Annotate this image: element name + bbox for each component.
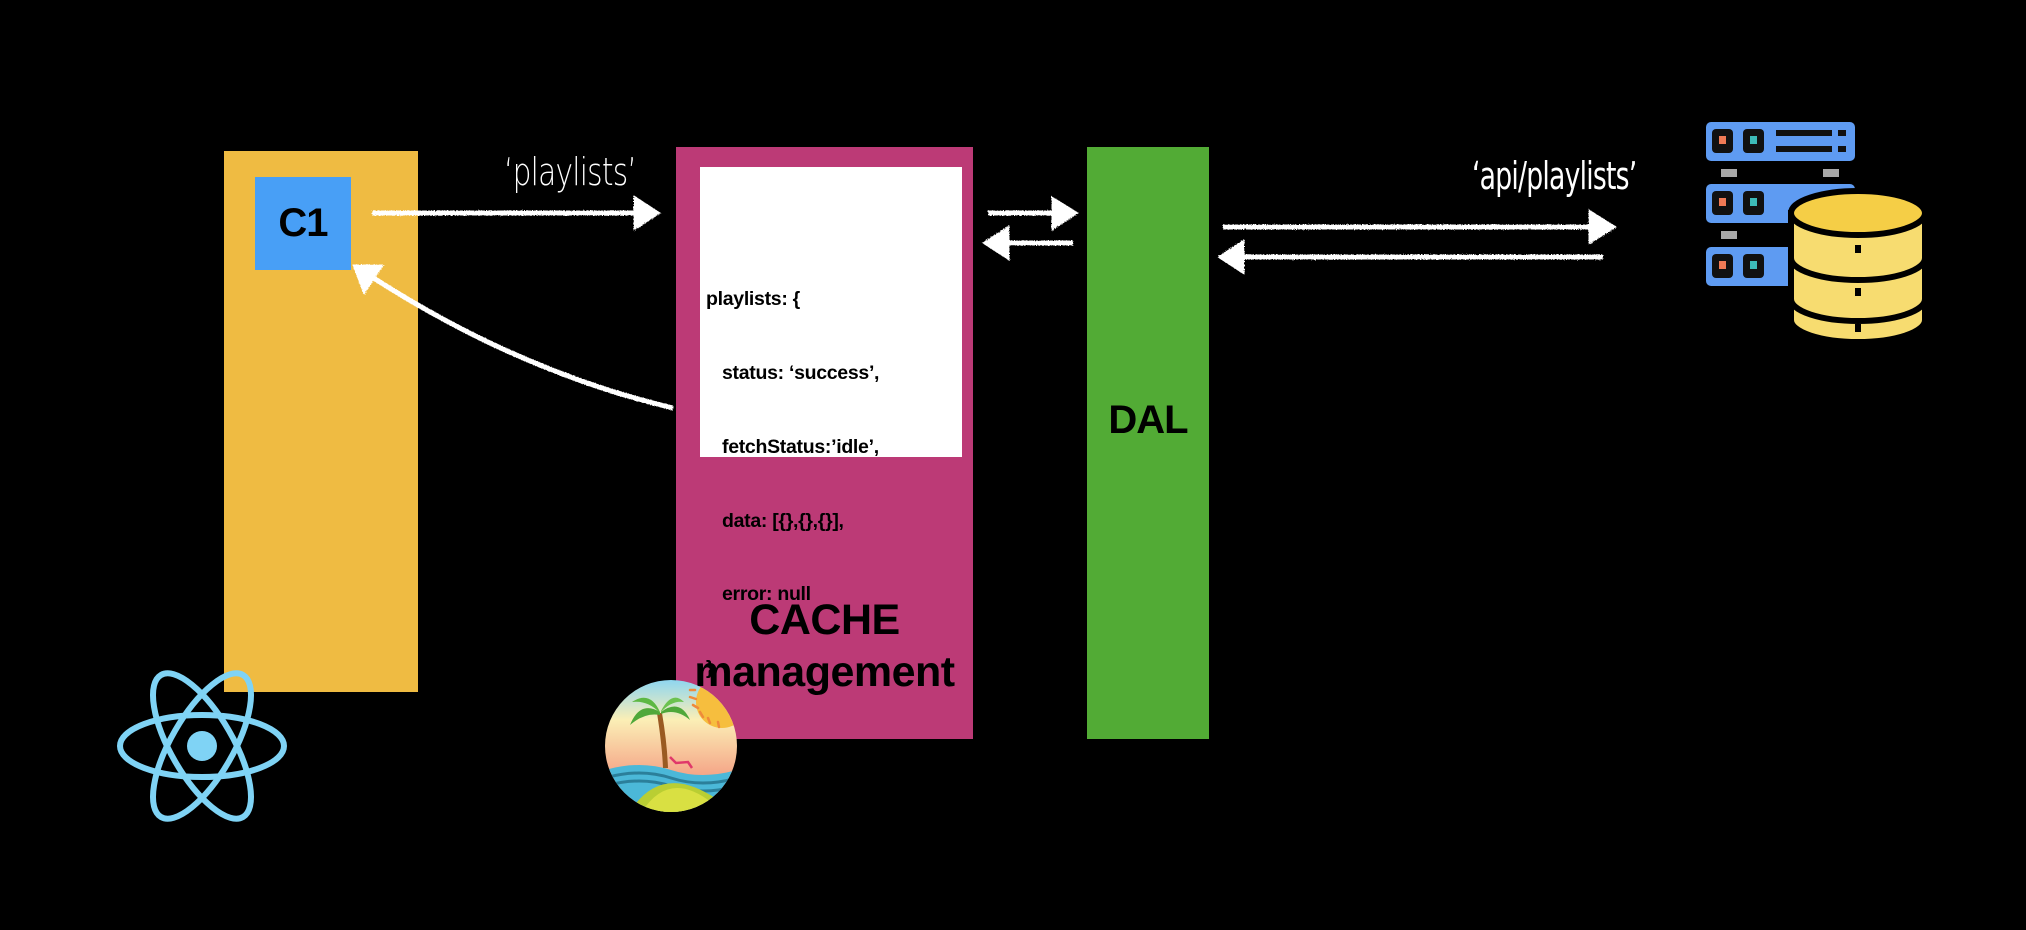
code-line: } <box>706 657 714 680</box>
dal-label: DAL <box>1108 398 1188 442</box>
beach-island-icon <box>605 680 737 812</box>
code-line: error: null <box>722 583 811 606</box>
database-cylinder <box>1788 188 1928 345</box>
arrow-cache-to-dal <box>988 196 1079 231</box>
arrow-api-to-dal <box>1217 239 1603 275</box>
cache-title-line2: management <box>694 648 955 696</box>
arrow-cache-to-component <box>352 264 674 411</box>
arrow-dal-to-cache <box>982 225 1073 261</box>
code-line: playlists: { <box>706 288 800 311</box>
api-endpoint-label: ‘api/playlists’ <box>1472 154 1637 198</box>
server-database-icon <box>1706 122 1928 345</box>
cache-title-line1: CACHE <box>749 596 900 644</box>
code-line: fetchStatus:’idle’, <box>722 435 879 458</box>
dal-column <box>1087 147 1209 739</box>
component-c1-label: C1 <box>278 201 328 245</box>
component-c1: C1 <box>255 177 351 270</box>
cache-state-panel <box>700 167 962 457</box>
query-key-label: ‘playlists’ <box>504 150 637 194</box>
cache-state-code: playlists: { status: ‘success’, fetchSta… <box>706 238 879 705</box>
react-atom-icon <box>117 670 287 822</box>
arrow-dal-to-api <box>1223 209 1617 245</box>
cache-title: CACHE management <box>676 594 973 698</box>
code-line: data: [{},{},{}], <box>722 509 844 532</box>
arrow-component-to-cache <box>372 195 661 231</box>
code-line: status: ‘success’, <box>722 361 880 384</box>
